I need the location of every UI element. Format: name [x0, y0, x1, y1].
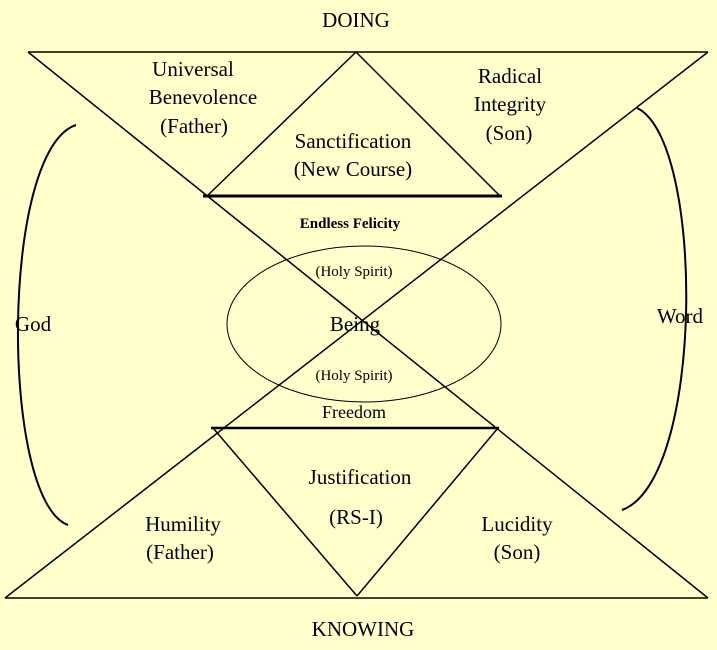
- upper-triangle-left: [206, 51, 357, 197]
- radical-integrity-line3: (Son): [486, 121, 533, 145]
- word-bracket: [621, 107, 688, 511]
- word-label: Word: [657, 304, 704, 328]
- knowing-label: KNOWING: [312, 617, 415, 641]
- freedom-label: Freedom: [322, 402, 386, 422]
- justification-line2: (RS-I): [329, 505, 383, 529]
- god-bracket: [16, 124, 77, 526]
- humility-line2: (Father): [146, 540, 214, 564]
- universal-benevolence-line1: Universal: [152, 57, 234, 81]
- humility-line1: Humility: [145, 512, 221, 536]
- lower-triangle-left: [212, 427, 358, 597]
- universal-benevolence-line3: (Father): [160, 114, 228, 138]
- sanctification-line2: (New Course): [294, 157, 412, 181]
- endless-felicity-label: Endless Felicity: [300, 216, 401, 232]
- lucidity-line1: Lucidity: [481, 512, 553, 536]
- lucidity-line2: (Son): [494, 540, 541, 564]
- diagonal-right-to-left: [4, 51, 709, 599]
- justification-line1: Justification: [309, 465, 412, 489]
- holy-spirit-top-label: (Holy Spirit): [315, 264, 392, 280]
- diagonal-left-to-right: [27, 51, 709, 599]
- radical-integrity-line2: Integrity: [474, 92, 547, 116]
- god-label: God: [15, 312, 52, 336]
- being-ellipse: [226, 245, 502, 403]
- lower-triangle-right: [356, 427, 499, 597]
- doing-label: DOING: [322, 8, 390, 32]
- being-label: Being: [330, 312, 381, 336]
- holy-spirit-bottom-label: (Holy Spirit): [315, 368, 392, 384]
- radical-integrity-line1: Radical: [478, 64, 542, 88]
- sanctification-line1: Sanctification: [295, 129, 412, 153]
- upper-triangle-right: [355, 51, 501, 197]
- universal-benevolence-line2: Benevolence: [149, 85, 257, 109]
